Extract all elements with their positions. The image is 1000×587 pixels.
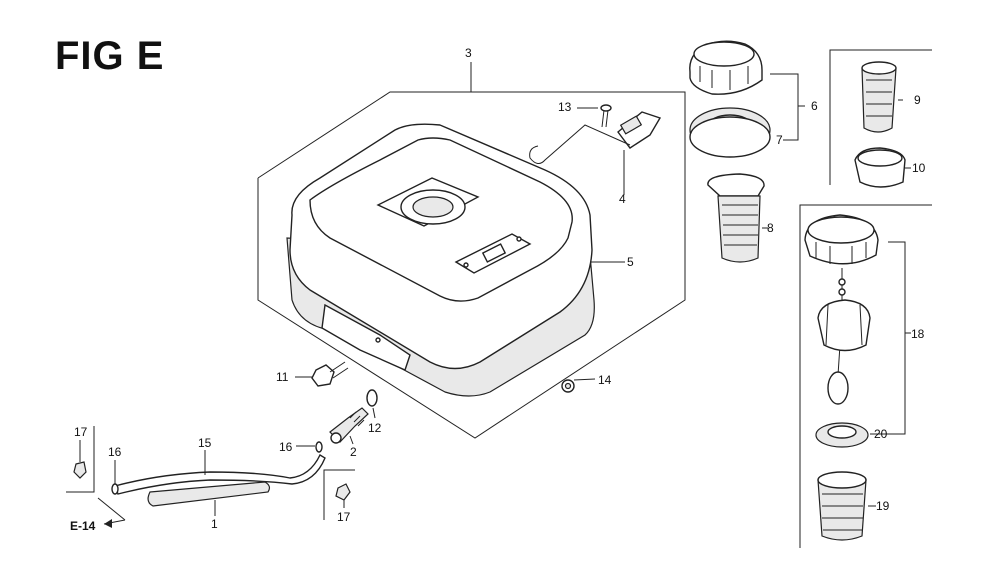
callout-17-lower: 17 xyxy=(337,510,351,524)
callout-14: 14 xyxy=(598,373,612,387)
tank-group-boundary xyxy=(257,62,686,439)
callout-16-left: 16 xyxy=(108,445,122,459)
part-15-fuel-line xyxy=(114,450,326,495)
callout-6: 6 xyxy=(811,99,818,113)
parts-9-10-box xyxy=(829,49,932,188)
part-16-clamp-upper xyxy=(296,441,323,453)
callout-4: 4 xyxy=(619,192,626,206)
callout-12: 12 xyxy=(368,421,382,435)
callout-15: 15 xyxy=(198,436,212,450)
part-11-bolt xyxy=(295,361,349,387)
clip-17-box xyxy=(323,469,355,520)
callout-18: 18 xyxy=(911,327,925,341)
parts-18-19-20-box xyxy=(799,204,932,548)
callout-8: 8 xyxy=(767,221,774,235)
callout-7: 7 xyxy=(776,133,783,147)
figure-title: FIG E xyxy=(55,34,165,78)
callout-5: 5 xyxy=(627,255,634,269)
callout-13: 13 xyxy=(558,100,572,114)
callout-9: 9 xyxy=(914,93,921,107)
callout-labels: 3 13 4 5 6 7 8 9 10 18 20 19 11 12 14 16… xyxy=(70,46,926,533)
callout-19: 19 xyxy=(876,499,890,513)
callout-11: 11 xyxy=(276,370,289,384)
callout-20: 20 xyxy=(874,427,888,441)
part-13-screw xyxy=(577,104,612,128)
callout-2: 2 xyxy=(350,445,357,459)
callout-17-left: 17 xyxy=(74,425,88,439)
callout-3: 3 xyxy=(465,46,472,60)
callout-16-upper: 16 xyxy=(279,440,293,454)
part-4-gauge-link xyxy=(529,111,662,195)
part-14-nut xyxy=(561,378,596,393)
part-1-tube xyxy=(147,481,271,516)
part-12-washer xyxy=(366,389,378,419)
callout-1: 1 xyxy=(211,517,218,531)
callout-10: 10 xyxy=(912,161,926,175)
fuel-tank xyxy=(286,123,595,397)
left-clamp-area xyxy=(66,426,126,528)
parts-6-7-8 xyxy=(689,40,805,263)
part-2-fuel-cock xyxy=(329,407,369,445)
ref-code-e14: E-14 xyxy=(70,519,96,533)
